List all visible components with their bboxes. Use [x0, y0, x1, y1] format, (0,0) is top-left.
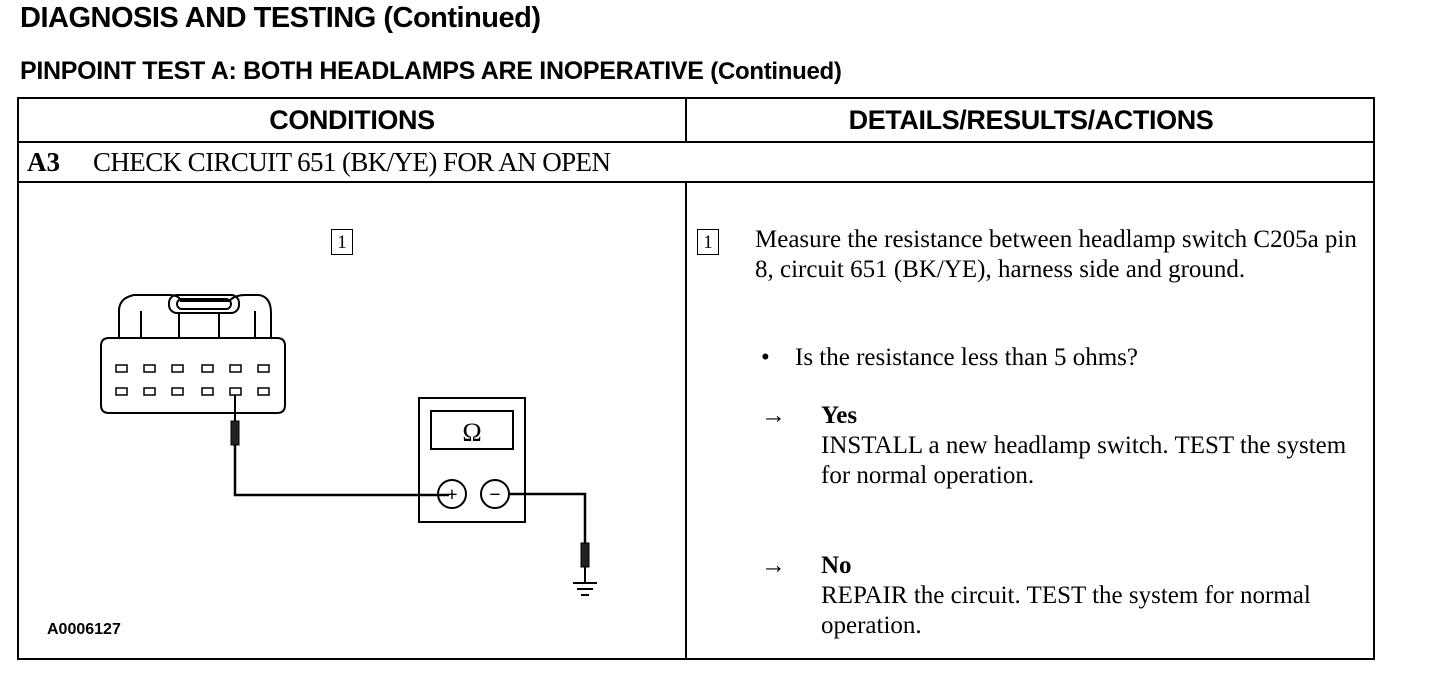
section-title: PINPOINT TEST A: BOTH HEADLAMPS ARE INOP…	[20, 54, 842, 89]
table-header-row: CONDITIONS DETAILS/RESULTS/ACTIONS	[19, 99, 1373, 143]
yes-label: Yes	[821, 402, 858, 429]
negative-lead	[509, 492, 587, 543]
ground-icon	[573, 582, 597, 596]
test-probe-connector	[230, 395, 240, 446]
multimeter	[418, 397, 526, 523]
conditions-header: CONDITIONS	[19, 99, 687, 141]
question-item: • Is the resistance less than 5 ohms?	[761, 343, 1138, 373]
details-callout-box: 1	[697, 229, 719, 255]
no-action: REPAIR the circuit. TEST the system for …	[821, 582, 1311, 639]
connector-pins	[115, 364, 270, 396]
figure-id: A0006127	[47, 621, 121, 638]
section-title-main: PINPOINT TEST A: BOTH HEADLAMPS ARE INOP…	[20, 57, 704, 85]
connector-body	[100, 337, 286, 414]
question-text: Is the resistance less than 5 ohms?	[795, 344, 1138, 371]
wiring-diagram: Ω + −	[100, 294, 597, 596]
section-title-continued: (Continued)	[710, 58, 842, 85]
instruction-text: Measure the resistance between headlamp …	[755, 226, 1357, 283]
details-header: DETAILS/RESULTS/ACTIONS	[848, 104, 1214, 135]
arrow-right-icon: →	[761, 552, 786, 579]
conditions-cell: 1	[19, 183, 687, 658]
negative-terminal-symbol: −	[489, 484, 500, 506]
page-title: DIAGNOSIS AND TESTING (Continued)	[20, 2, 541, 34]
details-cell: 1 Measure the resistance between headlam…	[687, 183, 1375, 658]
arrow-right-icon: →	[761, 402, 786, 429]
positive-lead	[233, 445, 449, 497]
pinpoint-test-table: CONDITIONS DETAILS/RESULTS/ACTIONS A3 CH…	[17, 97, 1375, 660]
connector-lock	[118, 294, 272, 338]
ohm-symbol: Ω	[462, 418, 481, 447]
step-id: A3	[27, 147, 60, 177]
no-label: No	[821, 552, 852, 579]
step-title: CHECK CIRCUIT 651 (BK/YE) FOR AN OPEN	[93, 147, 611, 177]
yes-action: INSTALL a new headlamp switch. TEST the …	[821, 432, 1347, 489]
step-row: A3 CHECK CIRCUIT 651 (BK/YE) FOR AN OPEN	[19, 143, 1373, 183]
figure-callout-box: 1	[331, 229, 353, 255]
bullet: •	[761, 344, 770, 371]
positive-terminal-symbol: +	[446, 484, 457, 506]
ground-probe	[580, 542, 590, 583]
